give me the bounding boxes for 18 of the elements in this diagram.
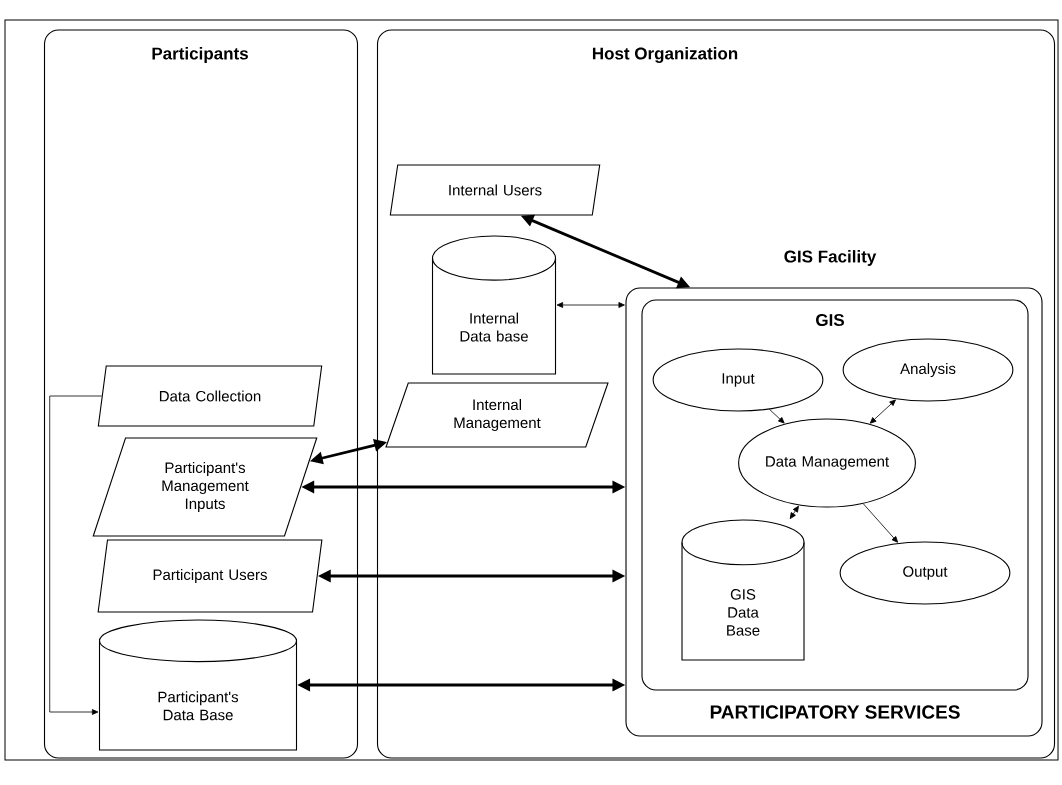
data-parallelogram: Participant Users — [97, 539, 323, 613]
data-parallelogram: Internal Management — [385, 382, 609, 448]
arrow — [769, 408, 785, 424]
data-parallelogram: Internal Users — [389, 164, 601, 216]
database-cylinder: Internal Data base — [431, 235, 557, 375]
arrow — [789, 505, 799, 519]
data-parallelogram: Data Collection — [97, 365, 323, 427]
data-parallelogram: Participant's Management Inputs — [92, 437, 318, 537]
arrow — [49, 395, 103, 715]
node-label: GIS Data Base — [727, 589, 760, 636]
database-cylinder: GIS Data Base — [681, 519, 805, 661]
node-label: Participant's Data Base — [158, 691, 239, 721]
node-label: Internal Data base — [460, 312, 528, 342]
arrow — [869, 399, 896, 424]
arrow — [556, 302, 625, 308]
arrow — [862, 503, 899, 543]
database-cylinder: Participant's Data Base — [98, 619, 298, 751]
node-label: GIS Facility — [784, 250, 877, 266]
